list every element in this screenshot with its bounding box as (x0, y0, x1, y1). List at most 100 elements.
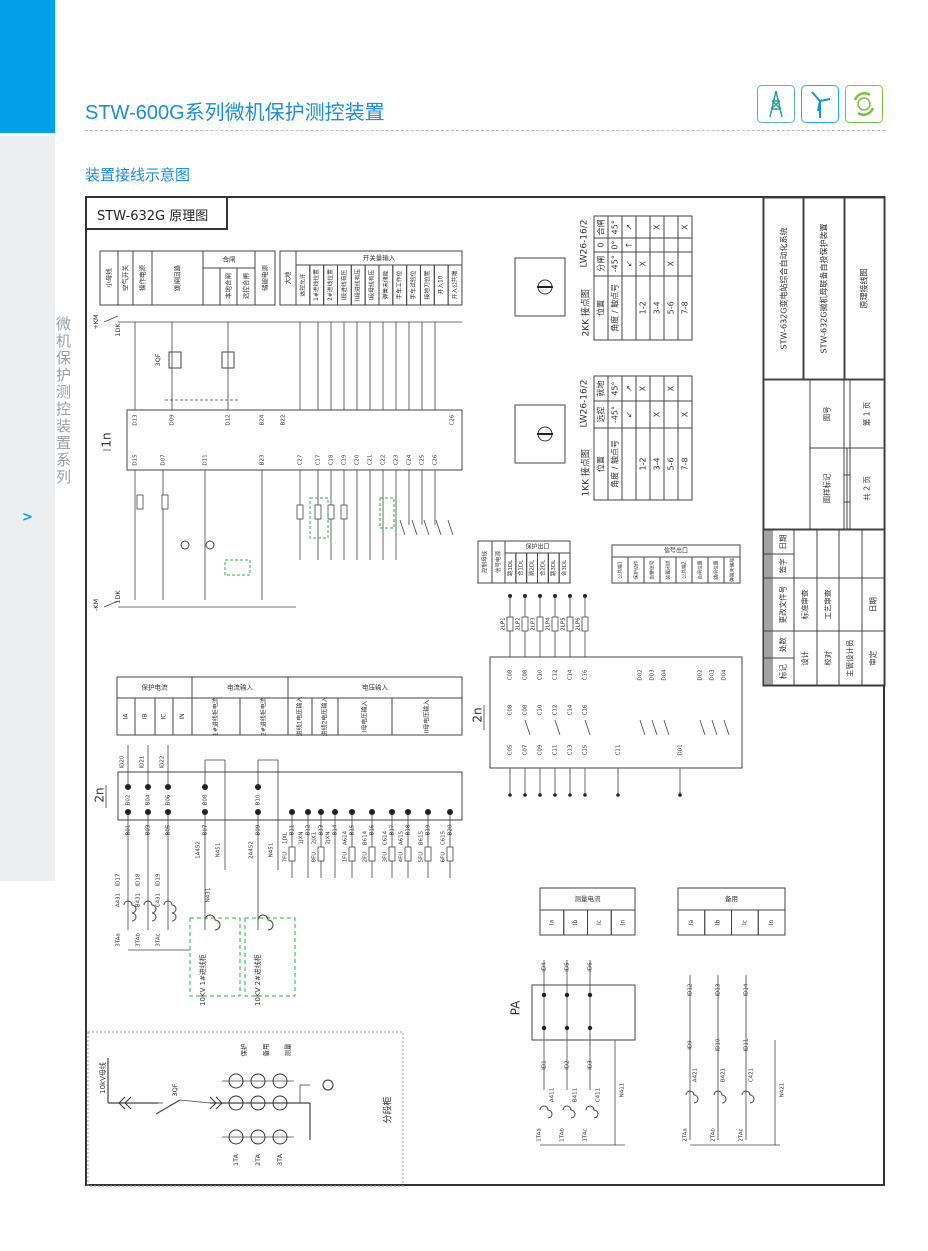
signal-item: 装置闭锁 (665, 560, 672, 579)
section-title: 装置接线示意图 (85, 166, 191, 184)
terminal-label: C13 (568, 744, 574, 755)
terminal (678, 793, 682, 797)
terminal (553, 793, 557, 797)
rev-head: 标记 (771, 657, 794, 685)
wire-label: N451 (216, 843, 222, 858)
fuse-icon (348, 846, 356, 862)
terminal-label: B13 (319, 824, 325, 835)
ct-coil-icon (713, 1090, 727, 1104)
knob-box (514, 257, 566, 317)
kk-cell: 分闸 (593, 251, 608, 276)
sidebar-arrow[interactable]: > (22, 510, 33, 525)
terminal-label: C09 (538, 744, 544, 755)
plug-icon (209, 1096, 223, 1110)
wire-label: N411 (620, 1083, 626, 1098)
box (202, 267, 221, 306)
cabinet-2-highlight (244, 917, 296, 997)
spare-table-col: Ib (715, 920, 722, 926)
terminal (202, 784, 208, 790)
measure-table-title: 测量电流 (575, 894, 602, 903)
plug-icon (118, 1096, 132, 1110)
kk-cell (635, 215, 650, 238)
fuse-icon (424, 846, 432, 862)
terminal-label: C26 (433, 454, 439, 465)
terminal (289, 809, 295, 815)
kk-cell: ↑ (621, 237, 636, 252)
terminal (405, 809, 411, 815)
terminal-label: C24 (407, 454, 413, 465)
contact-switch (435, 519, 442, 536)
tb-cell: 主管设计员 (838, 630, 861, 685)
breaker-label: 3QF (171, 1083, 179, 1096)
switch-1dk (103, 600, 119, 608)
terminal-label: D11 (203, 454, 209, 465)
kk-cell: ↗ (621, 375, 636, 401)
sidebar-series-label: 微机保护测控装置系列 (54, 316, 72, 486)
signal-item: 保护动作 (633, 560, 640, 579)
out-cell (558, 552, 571, 584)
contact-switch (711, 719, 718, 736)
terminal (165, 784, 171, 790)
tb-cell: 校对 (816, 630, 839, 685)
terminal-label: B08 (203, 794, 209, 805)
terminal-label: D02 (638, 669, 644, 680)
analog-item: II母电压输入 (423, 700, 431, 734)
terminal-block-1n (126, 409, 463, 471)
ct-coil-icon (539, 1105, 553, 1119)
terminal (523, 793, 527, 797)
id-label: ID14 (744, 983, 750, 996)
ct-label: 2TAc (739, 1128, 745, 1141)
wire-label: A431 (116, 893, 122, 907)
id-label: ID13 (716, 983, 722, 996)
section-cabinet-box (87, 1031, 404, 1187)
wire-label: 1JXN (299, 831, 305, 844)
page-title: STW-600G系列微机保护测控装置 (85, 102, 385, 124)
fuse-label: 6FU (441, 852, 447, 863)
close-item: 本地合闸 (224, 273, 233, 299)
kk-cell: 5-6 (663, 427, 678, 500)
fuse-label: 5FU (419, 852, 425, 863)
kk-cell: 远控 (593, 400, 608, 428)
kk-cell: 0 (593, 237, 608, 252)
out-item: 跳3DL (549, 559, 557, 576)
signal-cell (723, 556, 741, 584)
kk-cell (663, 400, 678, 428)
terminal-label: C12 (553, 670, 559, 681)
terminal-label: D03 (650, 669, 656, 681)
contact-switch (423, 519, 430, 536)
signal-item: 公共端2 (681, 561, 688, 578)
input-label: 弹簧未储能 (381, 270, 389, 299)
indicator-lamp-icon (322, 1079, 334, 1091)
contact-switch (524, 719, 531, 736)
analog-item: 进线1电压输入 (296, 697, 304, 737)
out-item: 跳1DL (506, 559, 514, 576)
signal-item: 跳闸位置 (713, 560, 720, 579)
wind-turbine-icon (801, 85, 839, 123)
terminal (255, 784, 261, 790)
ta-label: 3TA (276, 1153, 284, 1166)
fuse-icon (388, 846, 396, 862)
kk-cell: X (635, 251, 650, 276)
kk-cell: 3-4 (649, 427, 664, 500)
terminal-label: B02 (126, 795, 132, 806)
analog-group-label: 保护电流 (142, 683, 169, 692)
terminal-label: B18 (406, 824, 412, 835)
input-label: 开入公共端 (451, 270, 459, 299)
terminal (538, 793, 542, 797)
terminal (202, 809, 208, 815)
kk-cell: 7-8 (677, 427, 692, 500)
terminal (125, 809, 131, 815)
jumper-box (224, 559, 251, 576)
analog-item: IB (142, 714, 149, 720)
kk-cell (621, 275, 636, 340)
ct-label: 1TAb (560, 1128, 566, 1142)
device-name: STW-632G微机母联备自投保护装置 (803, 197, 844, 379)
kk-cell: 角度 / 触点号 (607, 275, 622, 340)
kk-cell: -45° (607, 251, 622, 276)
wire-label: 2JX1 (312, 832, 318, 844)
input-label: I段进线有压 (340, 269, 348, 300)
measure-table-col: Ib (572, 920, 579, 926)
kk-cell: 合闸 (593, 215, 608, 238)
terminal-label: C15 (583, 744, 589, 755)
kk-cell: X (635, 375, 650, 401)
